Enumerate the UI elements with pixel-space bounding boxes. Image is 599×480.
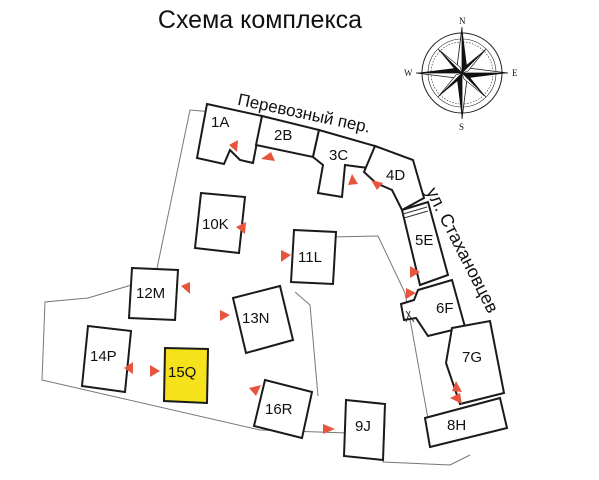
building-label-2B: 2B [274, 127, 292, 144]
entrance-arrow [323, 424, 335, 434]
entrance-arrow [181, 282, 190, 294]
entrance-arrow [371, 180, 383, 190]
map-title: Схема комплекса [157, 6, 363, 34]
building-label-4D: 4D [386, 167, 405, 184]
building-label-6F: 6F [436, 300, 454, 317]
building-label-11L: 11L [298, 249, 322, 266]
building-5E[interactable] [400, 200, 450, 287]
building-label-7G: 7G [462, 349, 482, 366]
building-label-14P: 14P [90, 348, 117, 365]
building-15Q[interactable] [162, 346, 210, 405]
entrance-arrow [348, 174, 358, 185]
entrance-arrow [406, 288, 416, 299]
building-12M[interactable] [127, 266, 180, 322]
entrance-arrow [410, 266, 420, 278]
stair-marks [402, 206, 429, 323]
entrance-arrow [150, 365, 160, 377]
building-label-1A: 1A [211, 114, 229, 131]
entrance-arrow [450, 393, 462, 404]
entrance-arrow [261, 152, 275, 161]
entrance-arrow [236, 222, 246, 234]
building-7G[interactable] [444, 319, 506, 406]
building-label-10K: 10K [202, 216, 229, 233]
entrance-arrow [220, 310, 230, 321]
compass-w: W [404, 68, 413, 78]
building-6F[interactable] [399, 278, 467, 338]
building-label-3C: 3C [329, 147, 348, 164]
compass-rose: N S E W [404, 16, 518, 132]
building-label-15Q: 15Q [168, 364, 196, 381]
compass-s: S [459, 122, 464, 132]
entrance-arrow [452, 381, 462, 392]
building-label-8H: 8H [447, 417, 466, 434]
building-13N[interactable] [231, 284, 295, 355]
entrance-arrow [229, 140, 238, 152]
compass-e: E [512, 68, 518, 78]
building-9J[interactable] [342, 398, 387, 462]
building-label-5E: 5E [415, 232, 433, 249]
building-label-9J: 9J [355, 418, 371, 435]
building-14P[interactable] [80, 324, 133, 394]
entrance-arrow [281, 250, 291, 262]
entrance-arrow [249, 385, 261, 396]
compass-n: N [459, 16, 466, 26]
building-label-12M: 12M [136, 285, 165, 302]
building-16R[interactable] [252, 378, 314, 440]
entrance-arrow [124, 362, 133, 374]
building-10K[interactable] [193, 191, 247, 255]
building-4D[interactable] [362, 144, 426, 212]
building-11L[interactable] [289, 228, 338, 286]
building-label-16R: 16R [265, 401, 293, 418]
building-8H[interactable] [423, 396, 509, 449]
entrance-arrows [124, 140, 462, 434]
inner-path-2 [294, 291, 319, 397]
site-boundary [41, 109, 349, 434]
inner-path [329, 235, 431, 431]
building-label-13N: 13N [242, 310, 270, 327]
